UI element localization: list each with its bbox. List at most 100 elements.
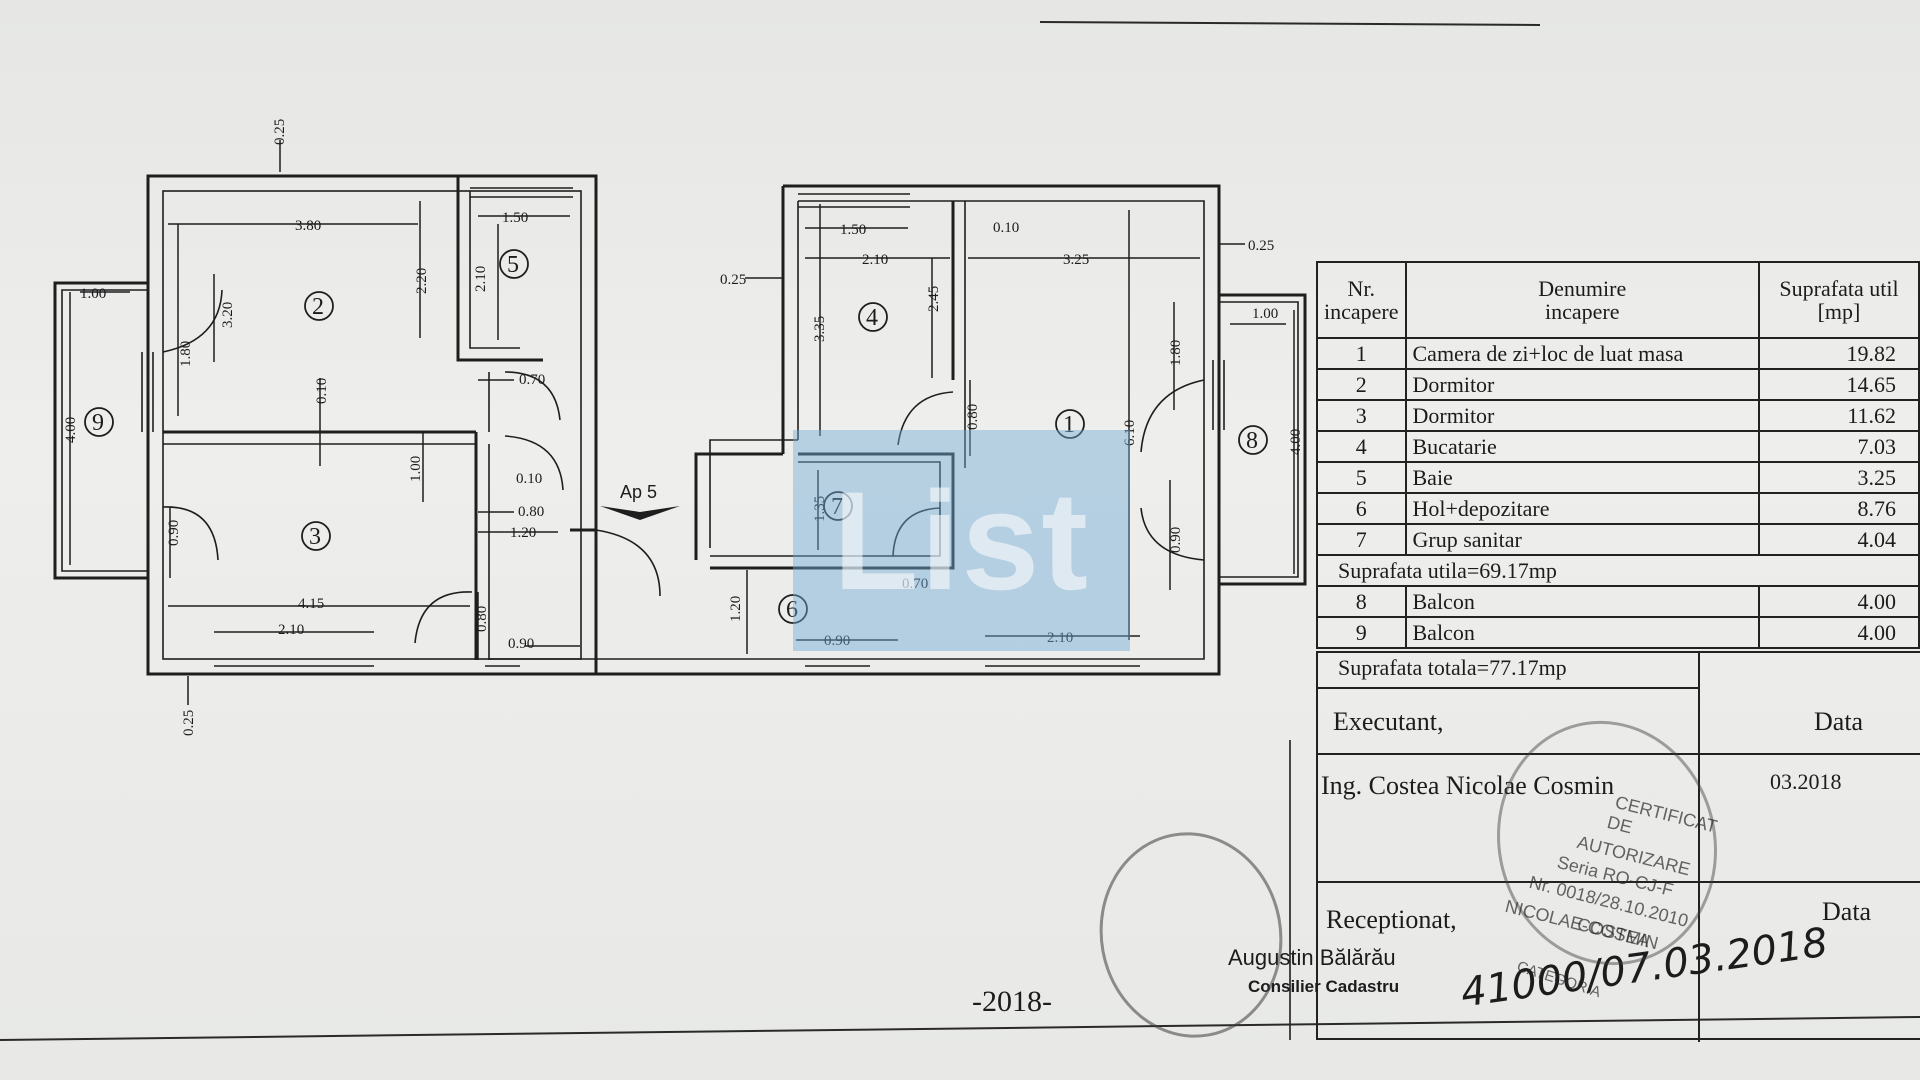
row-nr: 1 <box>1316 337 1407 370</box>
dim-025-bottom: 0.25 <box>181 710 197 736</box>
row-name: Balcon <box>1404 585 1760 618</box>
dim-025-left-mid: 0.25 <box>720 272 746 288</box>
signature-block: Suprafata totala=77.17mp Executant, Data… <box>1228 651 1920 1042</box>
dim-080-mid: 0.80 <box>518 504 544 520</box>
watermark-text: List <box>833 461 1090 619</box>
row-area: 4.00 <box>1758 585 1920 618</box>
dim-010-left: 0.10 <box>314 378 330 404</box>
date-value-1: 03.2018 <box>1770 769 1842 794</box>
apartment-label: Ap 5 <box>620 482 657 502</box>
room-number-1: 1 <box>1063 412 1075 438</box>
row-name: Camera de zi+loc de luat masa <box>1404 337 1760 370</box>
room-numbers: 1 2 3 4 5 6 7 8 9 <box>84 249 1268 624</box>
dim-180-left: 1.80 <box>178 341 194 367</box>
dim-090-right: 0.90 <box>1168 527 1184 553</box>
row-nr: 6 <box>1316 492 1407 525</box>
useful-total: Suprafata utila=69.17mp <box>1316 554 1920 587</box>
dim-025-right: 0.25 <box>1248 238 1274 254</box>
dim-180-right: 1.80 <box>1168 340 1184 366</box>
room-number-5: 5 <box>507 252 519 278</box>
room-table: Nr. incapere Denumire incapere Suprafata… <box>1316 261 1920 649</box>
dim-150-right: 1.50 <box>840 222 866 238</box>
room-number-8: 8 <box>1246 428 1258 454</box>
header-nr: Nr. incapere <box>1316 261 1407 339</box>
dim-380: 3.80 <box>295 218 321 234</box>
room-number-7: 7 <box>831 494 843 520</box>
dimension-labels: 0.25 3.80 1.50 2.20 2.10 1.00 3.20 1.80 … <box>63 119 1304 736</box>
dim-090-bottom: 0.90 <box>508 636 534 652</box>
room-number-3: 3 <box>309 524 321 550</box>
balcony-9 <box>53 281 154 580</box>
received-title: Consilier Cadastru <box>1248 977 1400 996</box>
dim-070-7: 0.70 <box>902 576 928 592</box>
dim-210-4: 2.10 <box>862 252 888 268</box>
dim-010-mid: 0.10 <box>516 471 542 487</box>
date-label-1: Data <box>1814 707 1864 736</box>
row-area: 14.65 <box>1758 368 1920 401</box>
row-area: 3.25 <box>1758 461 1920 494</box>
row-nr: 8 <box>1316 585 1407 618</box>
dim-100-bal9: 1.00 <box>80 286 106 302</box>
row-name: Dormitor <box>1404 399 1760 432</box>
dim-100-mid: 1.00 <box>408 456 424 482</box>
doc-top-line <box>1039 21 1541 26</box>
dim-245: 2.45 <box>926 286 942 312</box>
room-number-2: 2 <box>312 294 324 320</box>
header-name: Denumire incapere <box>1404 261 1760 339</box>
doc-bottom-line <box>0 1016 1920 1041</box>
dim-210-bottom-left: 2.10 <box>278 622 304 638</box>
room-number-6: 6 <box>786 597 798 623</box>
dim-070-5: 0.70 <box>519 372 545 388</box>
dim-400-right: 4.00 <box>1288 429 1304 455</box>
room-number-4: 4 <box>866 305 878 331</box>
row-nr: 7 <box>1316 523 1407 556</box>
dim-090-6: 0.90 <box>824 633 850 649</box>
dim-400-left: 4.00 <box>63 417 79 443</box>
left-block-walls <box>146 174 598 676</box>
dim-010-right: 0.10 <box>993 220 1019 236</box>
header-nr-text: Nr. incapere <box>1324 275 1399 324</box>
dimension-lines <box>69 140 1295 705</box>
row-nr: 3 <box>1316 399 1407 432</box>
row-area: 11.62 <box>1758 399 1920 432</box>
dim-080-door: 0.80 <box>474 606 490 632</box>
watermark: List <box>793 430 1130 651</box>
dim-220: 2.20 <box>414 268 430 294</box>
dim-415: 4.15 <box>298 596 324 612</box>
doors-left <box>162 289 661 644</box>
header-area-text: Suprafata util [mp] <box>1779 275 1899 324</box>
header-area: Suprafata util [mp] <box>1758 261 1920 339</box>
row-nr: 5 <box>1316 461 1407 494</box>
row-name: Bucatarie <box>1404 430 1760 463</box>
row-area: 7.03 <box>1758 430 1920 463</box>
row-area: 8.76 <box>1758 492 1920 525</box>
date-label-2: Data <box>1822 897 1872 926</box>
row-nr: 4 <box>1316 430 1407 463</box>
balcony-8 <box>1212 293 1307 586</box>
row-name: Baie <box>1404 461 1760 494</box>
dim-325: 3.25 <box>1063 252 1089 268</box>
year-label: -2018- <box>972 985 1052 1018</box>
header-name-text: Denumire incapere <box>1538 275 1627 324</box>
room-number-9: 9 <box>92 410 104 436</box>
dim-120-6: 1.20 <box>728 596 744 622</box>
row-area: 4.00 <box>1758 616 1920 649</box>
table-header-row: Nr. incapere Denumire incapere Suprafata… <box>1316 261 1920 339</box>
grand-total: Suprafata totala=77.17mp <box>1338 655 1567 680</box>
row-name: Dormitor <box>1404 368 1760 401</box>
executant-label: Executant, <box>1333 707 1444 736</box>
row-nr: 9 <box>1316 616 1407 649</box>
doors-right <box>892 379 1205 561</box>
row-area: 19.82 <box>1758 337 1920 370</box>
executant-name: Ing. Costea Nicolae Cosmin <box>1321 771 1615 800</box>
dim-025-top: 0.25 <box>272 119 288 145</box>
